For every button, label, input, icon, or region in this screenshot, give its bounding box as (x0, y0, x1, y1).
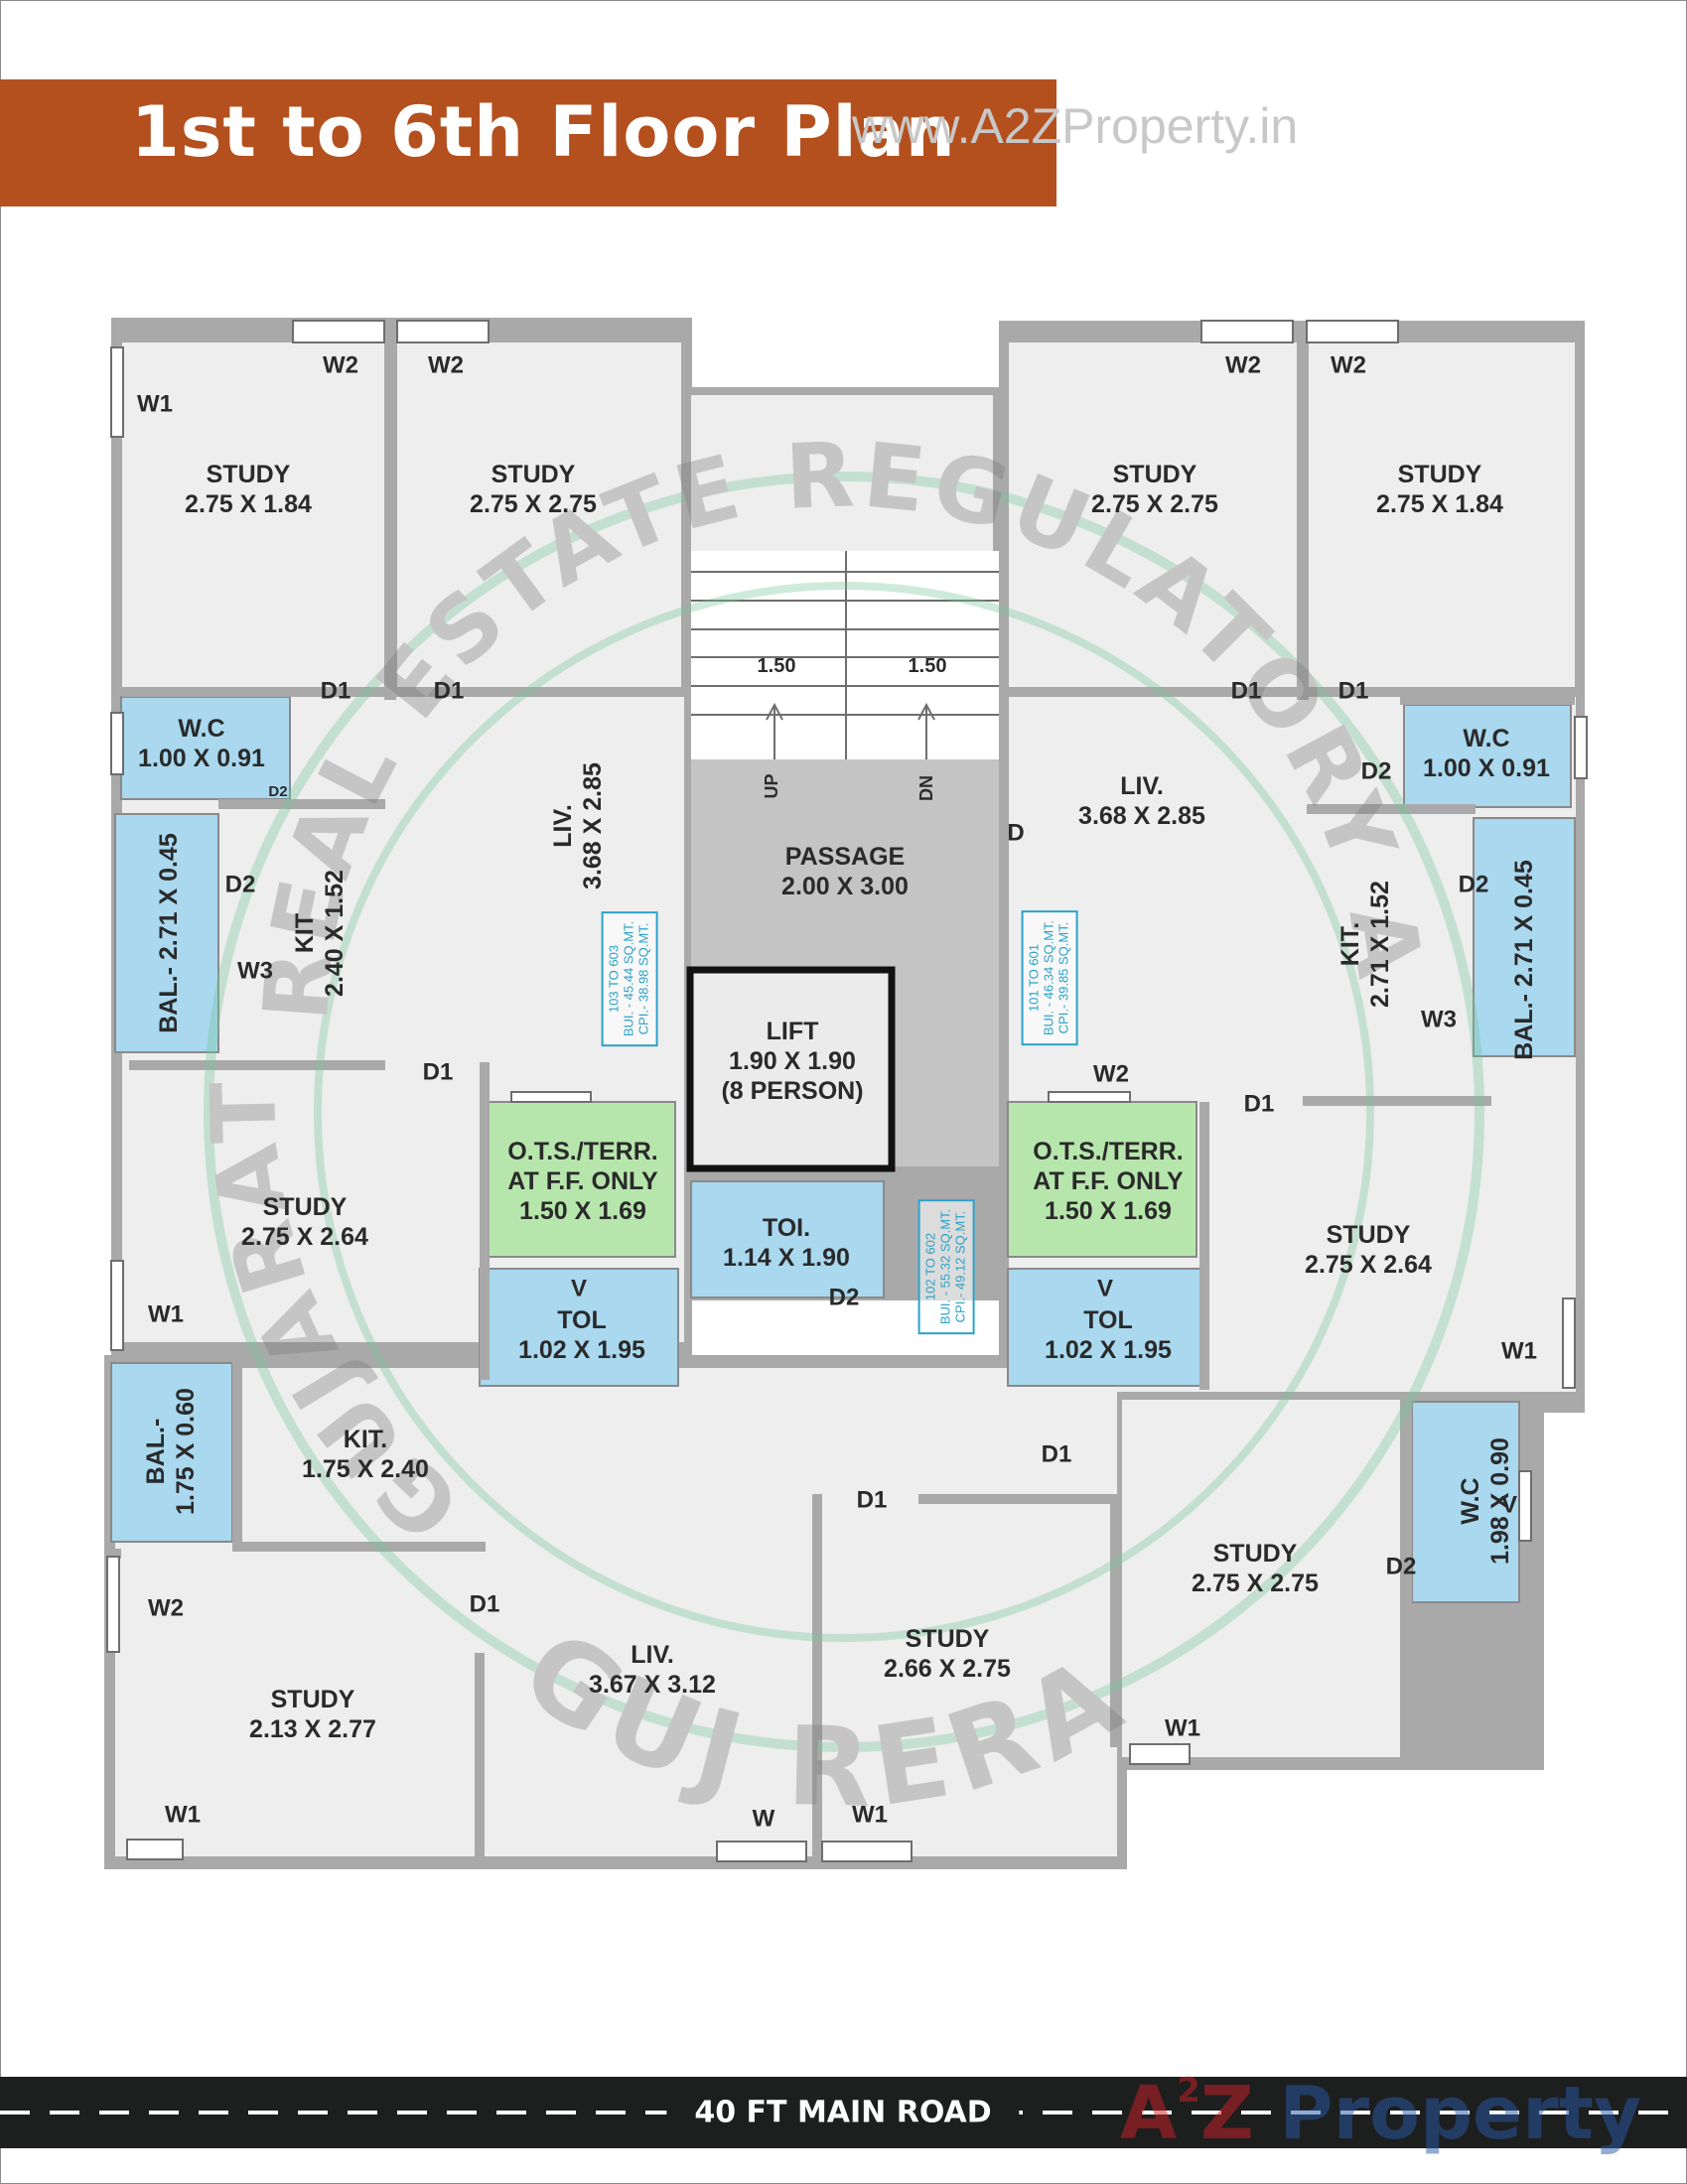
room-label-kitchen-3: KIT.1.75 X 2.40 (302, 1426, 429, 1483)
opening-tag: D1 (1041, 1440, 1072, 1468)
opening-tag: D1 (1243, 1090, 1275, 1118)
opening-tag: D1 (320, 677, 351, 705)
watermark-url: www.A2ZProperty.in (852, 98, 1299, 154)
opening-tag: W1 (137, 390, 173, 418)
room-label-living-3: LIV.3.67 X 3.12 (589, 1641, 716, 1699)
room-label-living-1: LIV.3.68 X 2.85 (549, 762, 607, 889)
opening-tag: W2 (428, 351, 464, 379)
opening-tag: D2 (828, 1284, 860, 1311)
room-label-living-2: LIV.3.68 X 2.85 (1078, 772, 1205, 830)
opening-tag: W2 (1331, 351, 1366, 379)
road-label: 40 FT MAIN ROAD (666, 2095, 1020, 2130)
opening-tag: D1 (856, 1486, 888, 1514)
room-label-toilet: TOI.1.14 X 1.90 (723, 1214, 850, 1272)
stair-width-right: 1.50 (908, 655, 947, 677)
room-label-balcony-3: BAL.-1.75 X 0.60 (142, 1388, 200, 1515)
wet-areas (110, 696, 1576, 1603)
opening-tag: W2 (1225, 351, 1261, 379)
opening-tag: W1 (1165, 1714, 1200, 1742)
opening-tag: W (752, 1805, 775, 1833)
room-label-balcony-1: BAL.- 2.71 X 0.45 (155, 833, 183, 1033)
opening-tag: W1 (165, 1801, 201, 1829)
room-label-balcony-2: BAL.- 2.71 X 0.45 (1510, 860, 1538, 1060)
opening-tag: D1 (422, 1058, 454, 1086)
opening-tag: D2 (1385, 1553, 1417, 1580)
opening-tag: D1 (1230, 677, 1262, 705)
page-title: 1st to 6th Floor Plan (131, 91, 956, 173)
opening-tag: D1 (1337, 677, 1369, 705)
opening-tag: W3 (237, 957, 273, 985)
room-label-kitchen-2: KIT.2.71 X 1.52 (1336, 881, 1394, 1008)
opening-tag: D2 (268, 783, 288, 800)
opening-tag: V (1500, 1491, 1518, 1519)
stair (691, 551, 999, 784)
opening-tag: D1 (469, 1590, 500, 1618)
opening-tag: W3 (1421, 1006, 1457, 1033)
opening-tag: D1 (433, 677, 465, 705)
opening-tag: D2 (1360, 757, 1392, 785)
opening-tag: D2 (1458, 871, 1489, 898)
opening-tag: W1 (1501, 1337, 1537, 1365)
stair-width-left: 1.50 (757, 655, 796, 677)
stair-down-label: DN (916, 775, 937, 801)
opening-tag: W1 (852, 1801, 888, 1829)
a2z-property-logo: A2Z Property (1120, 2071, 1642, 2156)
opening-tag: V (570, 1275, 588, 1302)
opening-tag: W2 (323, 351, 358, 379)
stair-up-label: UP (762, 773, 782, 799)
title-band (0, 79, 1056, 206)
opening-tag: D2 (224, 871, 256, 898)
windows (106, 320, 1588, 1862)
terraces (486, 1101, 1197, 1258)
opening-tag: V (1096, 1275, 1114, 1302)
opening-tag: W2 (148, 1594, 184, 1622)
opening-tag: D (1007, 819, 1025, 847)
partitions (111, 342, 1575, 1866)
passage-area (686, 759, 999, 1172)
opening-tag: W2 (1093, 1060, 1129, 1088)
opening-tag: W1 (148, 1300, 184, 1328)
